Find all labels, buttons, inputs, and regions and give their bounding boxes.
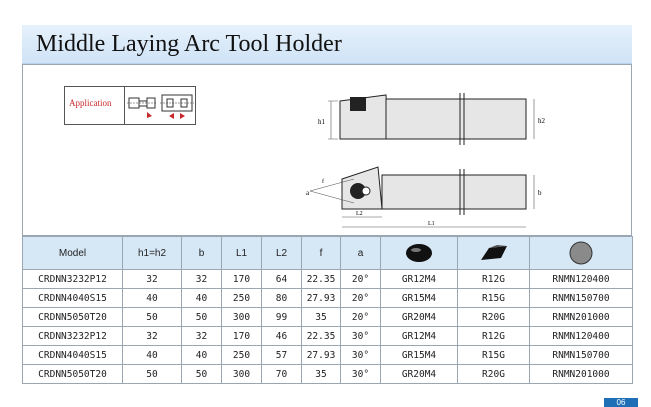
header-l1: L1 <box>221 236 262 270</box>
shank-side <box>381 174 527 210</box>
header-h1-h2: h1=h2 <box>122 236 182 270</box>
label-l1: L1 <box>428 221 435 227</box>
title-bar: Middle Laying Arc Tool Holder <box>22 25 632 64</box>
application-box: Application <box>64 86 196 125</box>
page-title: Middle Laying Arc Tool Holder <box>36 31 342 57</box>
label-l2: L2 <box>356 211 363 217</box>
label-b: b <box>538 189 542 197</box>
insert-side <box>350 183 366 199</box>
label-h2: h2 <box>538 117 546 125</box>
shank-top <box>385 98 527 140</box>
header-clamp-icon <box>457 236 530 270</box>
tool-holder-drawing: h1 h2 a f b L2 L1 <box>306 93 546 228</box>
table-header-row: Model h1=h2 b L1 L2 f a <box>22 236 633 270</box>
header-model: Model <box>22 236 123 270</box>
header-a: a <box>340 236 381 270</box>
insert-round-icon <box>406 244 432 262</box>
round-insert-disc-icon <box>569 241 593 265</box>
header-l2: L2 <box>261 236 302 270</box>
drawing-panel: Application h1 h2 <box>22 64 632 236</box>
clamp-wedge-icon <box>480 245 507 260</box>
label-f: f <box>322 178 324 185</box>
header-f: f <box>301 236 341 270</box>
header-disc-icon <box>529 236 633 270</box>
application-diagram-1 <box>127 97 157 118</box>
page-number-badge: 06 <box>604 398 638 407</box>
label-a: a <box>306 189 310 197</box>
spec-table: Model h1=h2 b L1 L2 f a <box>22 236 633 384</box>
insert-top <box>350 97 366 111</box>
header-insert-icon <box>380 236 458 270</box>
label-h1: h1 <box>318 118 326 126</box>
header-b: b <box>181 236 222 270</box>
application-label: Application <box>69 98 112 108</box>
application-diagram-2 <box>160 94 194 119</box>
